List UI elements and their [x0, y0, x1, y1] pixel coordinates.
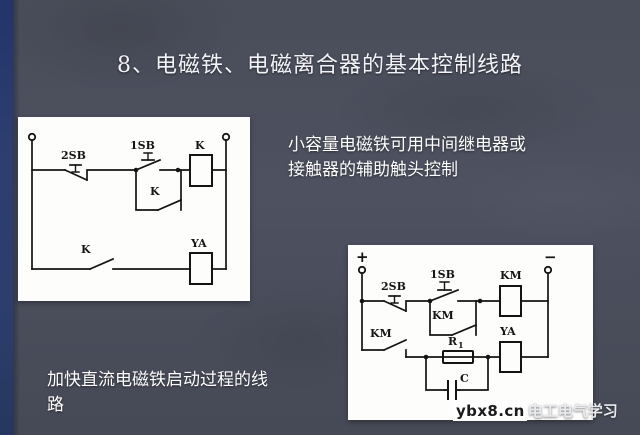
label-coil-ya: YA — [499, 325, 516, 338]
watermark-text: 电工电气学习 — [527, 402, 618, 420]
contact-1sb-blade — [134, 158, 162, 172]
label-coil-ya: YA — [190, 237, 207, 250]
label-negative: − — [544, 248, 557, 266]
label-coil-k: K — [195, 139, 205, 152]
circuit-diagram-2: + − 2SB 1SB — [356, 248, 557, 400]
label-hold-k: K — [150, 185, 160, 198]
resistor-r1-body — [442, 350, 474, 364]
label-positive: + — [356, 248, 369, 266]
label-2sb: 2SB — [61, 149, 86, 162]
hold-contact-blade — [156, 198, 183, 212]
contact-1sb-blade — [428, 288, 460, 303]
label-capacitor-c: C — [460, 372, 469, 385]
page-title: 8、电磁铁、电磁离合器的基本控制线路 — [117, 53, 523, 78]
bottom-contact-blade — [382, 338, 408, 352]
circuit-diagram-1: 2SB 1SB K K K YA — [27, 132, 231, 285]
label-1sb: 1SB — [430, 268, 455, 281]
cap-branch-left — [425, 356, 446, 391]
coil-ya-body — [499, 341, 522, 373]
label-2sb: 2SB — [381, 280, 406, 293]
note-left-text: 加快直流电磁铁启动过程的线路 — [47, 370, 268, 415]
label-hold-km: KM — [432, 309, 454, 322]
label-resistor-subscript: 1 — [458, 340, 464, 350]
label-coil-km: KM — [500, 269, 522, 282]
contact-2sb-out — [86, 169, 137, 181]
label-bottom-km: KM — [370, 327, 392, 340]
hold-branch-left — [429, 300, 453, 336]
contact-2sb-actuator — [390, 295, 399, 304]
diagram-panel-2: + − 2SB 1SB — [348, 245, 593, 420]
label-resistor-r: R — [448, 335, 458, 348]
left-edge-shadow — [13, 0, 20, 435]
note-right-text: 小容量电磁铁可用中间继电器或接触器的辅助触头控制 — [288, 135, 526, 180]
hold-contact-blade — [450, 323, 478, 337]
watermark-site: ybx8.cn — [453, 400, 527, 421]
contact-2sb-actuator — [71, 164, 80, 173]
contact-1sb-actuator — [439, 281, 450, 291]
coil-k-body — [189, 154, 213, 187]
cap-branch-right — [458, 356, 489, 391]
left-edge-band — [0, 0, 13, 435]
bottom-contact-blade — [88, 257, 115, 271]
diagram-panel-1: 2SB 1SB K K K YA — [18, 117, 250, 301]
contact-2sb-out — [405, 300, 431, 312]
label-bottom-k: K — [81, 243, 91, 256]
label-1sb: 1SB — [130, 139, 155, 152]
contact-2sb-blade — [63, 168, 89, 182]
watermark: ybx8.cn 电工电气学习 — [453, 400, 618, 421]
hold-branch-left — [135, 169, 159, 211]
coil-ya-body — [189, 252, 213, 285]
coil-km-body — [499, 285, 522, 317]
contact-1sb-actuator — [143, 152, 153, 161]
contact-2sb-blade — [382, 299, 408, 313]
